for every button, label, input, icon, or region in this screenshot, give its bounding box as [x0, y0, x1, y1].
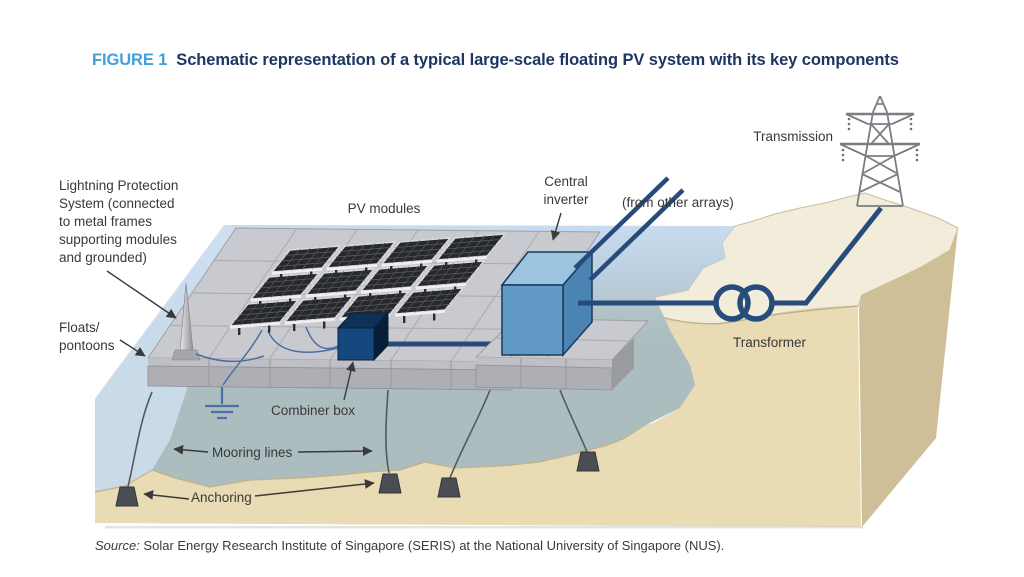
grounding-icon	[205, 384, 239, 420]
anchor-block	[378, 473, 402, 494]
figure-caption: Schematic representation of a typical la…	[176, 51, 899, 69]
source-prefix: Source:	[95, 538, 140, 553]
svg-text:to metal frames: to metal frames	[59, 214, 152, 229]
arrow	[143, 490, 190, 500]
svg-text:pontoons: pontoons	[59, 338, 115, 353]
svg-text:System (connected: System (connected	[59, 196, 175, 211]
transformer-icon	[713, 284, 775, 322]
combiner-box	[336, 311, 390, 362]
label-transmission: Transmission	[753, 129, 833, 144]
arrow	[119, 339, 146, 357]
anchor-block	[576, 451, 600, 472]
arrow	[173, 444, 209, 455]
label-anchoring: Anchoring	[191, 490, 252, 505]
label-central-inverter: Central	[544, 174, 588, 189]
arrow	[254, 479, 375, 497]
svg-text:inverter: inverter	[543, 192, 589, 207]
mooring-line	[449, 389, 491, 479]
svg-text:supporting modules: supporting modules	[59, 232, 177, 247]
label-combiner-box: Combiner box	[271, 403, 355, 418]
label-pv-modules: PV modules	[348, 201, 421, 216]
seabed-line	[94, 427, 641, 493]
arrow	[106, 270, 177, 319]
label-mooring-lines: Mooring lines	[212, 445, 293, 460]
arrow	[297, 446, 373, 457]
figure-number: FIGURE 1	[92, 51, 168, 69]
anchor-block	[115, 486, 139, 507]
label-floats-pontoons: Floats/	[59, 320, 100, 335]
mooring-system	[127, 389, 588, 488]
figure-title: FIGURE 1 Schematic representation of a ty…	[92, 51, 899, 70]
lightning-rod	[171, 282, 201, 361]
arrow	[343, 361, 356, 401]
ground-shadow	[105, 526, 863, 529]
diagram-labels: Lightning Protection System (connected t…	[59, 129, 833, 505]
arrow	[550, 212, 562, 241]
label-transformer: Transformer	[733, 335, 807, 350]
source-line: Source: Solar Energy Research Institute …	[95, 538, 724, 553]
anchor-block	[437, 477, 461, 498]
transmission-tower-icon	[839, 95, 921, 207]
land-front-face	[95, 297, 861, 527]
mooring-line	[127, 391, 153, 488]
anchors	[115, 451, 600, 507]
shoreline-land	[95, 192, 959, 527]
from-other-arrays-cables	[573, 176, 685, 282]
svg-text:and grounded): and grounded)	[59, 250, 147, 265]
transmission-cable	[771, 206, 883, 306]
source-text: Solar Energy Research Institute of Singa…	[139, 538, 725, 553]
land-top-surface	[619, 192, 959, 326]
label-from-other-arrays: (from other arrays)	[622, 195, 734, 210]
mooring-line	[385, 389, 390, 474]
mooring-line	[559, 389, 588, 453]
annotation-arrows	[106, 212, 562, 500]
label-lightning-protection: Lightning Protection	[59, 178, 178, 193]
land-side-face	[859, 228, 958, 527]
